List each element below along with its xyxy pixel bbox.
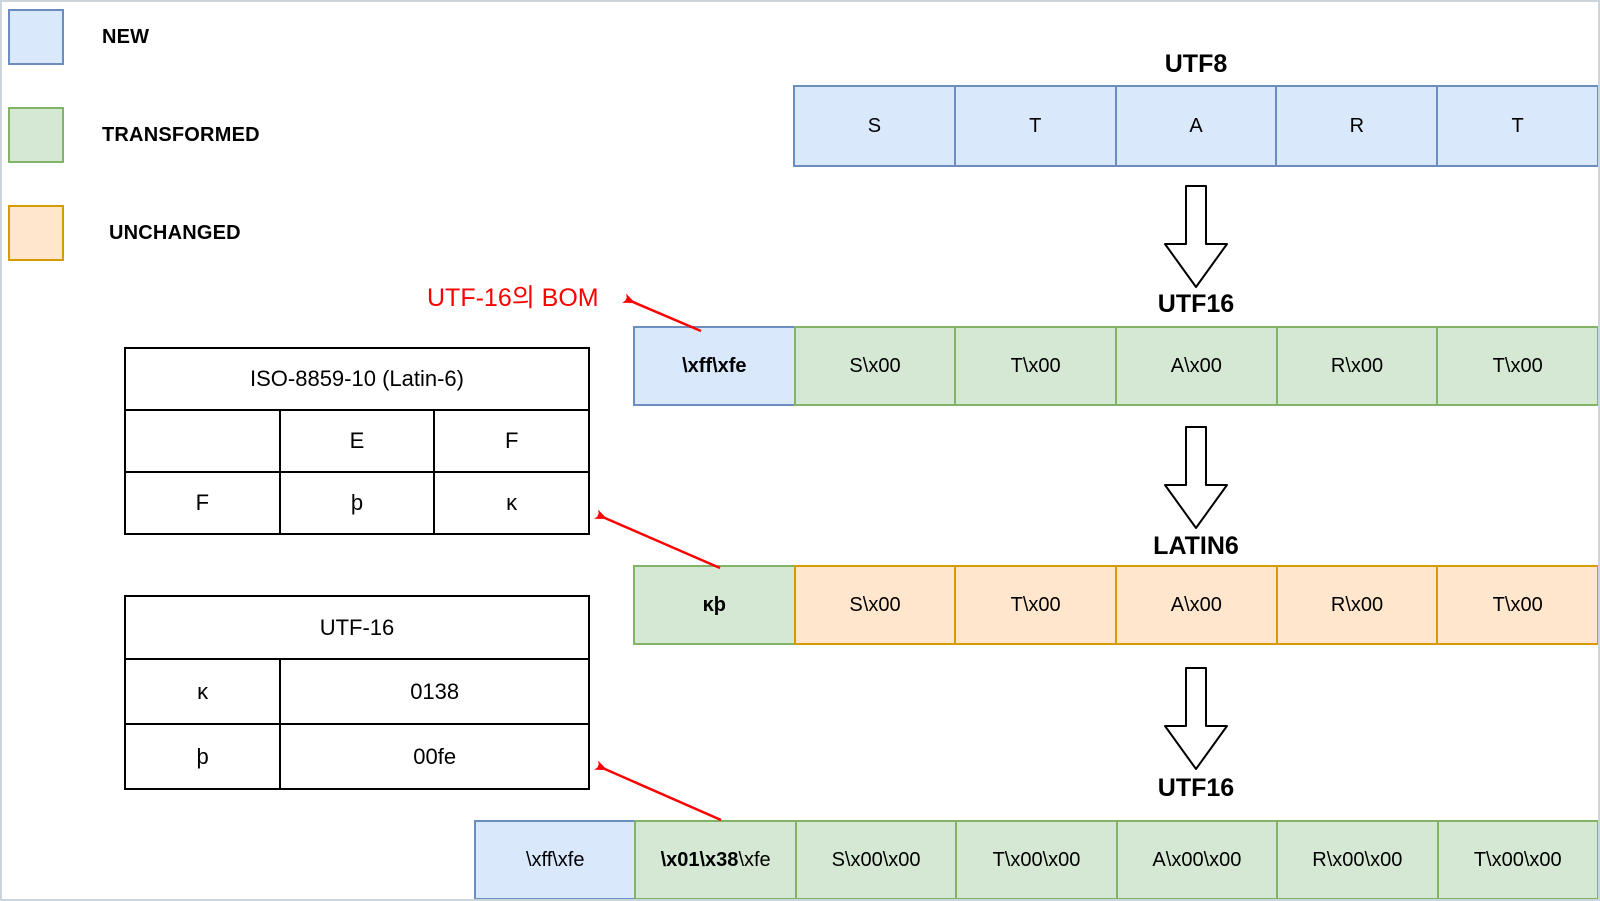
encoding-cell: A\x00 bbox=[1115, 326, 1278, 406]
stage-title-utf16-final: UTF16 bbox=[1157, 774, 1235, 802]
new-color-swatch bbox=[8, 9, 64, 65]
table-title: ISO-8859-10 (Latin-6) bbox=[124, 347, 590, 411]
legend-label-new: NEW bbox=[102, 25, 150, 48]
encoding-cell: S bbox=[793, 85, 956, 167]
table-cell: F bbox=[124, 471, 281, 535]
encoding-cell: S\x00 bbox=[793, 565, 957, 645]
table-cell: F bbox=[433, 409, 591, 473]
table-cell bbox=[124, 409, 281, 473]
encoding-cell: R\x00 bbox=[1275, 326, 1439, 406]
stage-title-latin6: LATIN6 bbox=[1153, 532, 1239, 560]
encoding-cell: R bbox=[1275, 85, 1439, 167]
encoding-cell: \x01\x38\xfe bbox=[634, 820, 797, 899]
utf16-table-pointer-arrow bbox=[594, 760, 722, 822]
down-arrow-icon bbox=[1164, 185, 1228, 288]
encoding-cell: S\x00\x00 bbox=[794, 820, 958, 899]
legend-label-transformed: TRANSFORMED bbox=[102, 123, 260, 146]
encoding-cell: T bbox=[953, 85, 1117, 167]
stage-title-utf8: UTF8 bbox=[1164, 50, 1228, 78]
table-cell: þ bbox=[278, 471, 436, 535]
down-arrow-icon bbox=[1164, 426, 1228, 529]
down-arrow-icon bbox=[1164, 667, 1228, 770]
encoding-cell: T bbox=[1436, 85, 1598, 167]
table-cell: E bbox=[278, 409, 436, 473]
table-title: UTF-16 bbox=[124, 595, 590, 660]
encoding-cell: A\x00\x00 bbox=[1115, 820, 1279, 899]
table-cell: ĸ bbox=[124, 658, 282, 725]
encoding-cell: T\x00\x00 bbox=[955, 820, 1118, 899]
unchanged-color-swatch bbox=[8, 205, 64, 261]
encoding-cell: T\x00 bbox=[1436, 565, 1598, 645]
legend-item-new: NEW bbox=[8, 7, 149, 67]
encoding-cell: R\x00\x00 bbox=[1276, 820, 1439, 899]
encoding-cell: A bbox=[1114, 85, 1278, 167]
table-cell: 0138 bbox=[279, 658, 590, 725]
encoding-cell: ĸþ bbox=[633, 565, 796, 645]
encoding-cell: \xff\xfe bbox=[474, 820, 637, 899]
encoding-cell: S\x00 bbox=[793, 326, 957, 406]
table-cell: ĸ bbox=[433, 471, 591, 535]
encoding-cell: T\x00 bbox=[1436, 326, 1598, 406]
encoding-cell: T\x00\x00 bbox=[1436, 820, 1598, 899]
legend-item-transformed: TRANSFORMED bbox=[8, 105, 260, 165]
legend-item-unchanged: UNCHANGED bbox=[8, 203, 241, 263]
table-cell: þ bbox=[124, 723, 282, 790]
encoding-cell: R\x00 bbox=[1275, 565, 1439, 645]
transformed-color-swatch bbox=[8, 107, 64, 163]
encoding-cell: A\x00 bbox=[1115, 565, 1278, 645]
latin6-table-pointer-arrow bbox=[594, 509, 721, 570]
table-cell: 00fe bbox=[279, 723, 590, 790]
encoding-cell: T\x00 bbox=[954, 565, 1118, 645]
encoding-cell: \xff\xfe bbox=[633, 326, 796, 406]
legend-label-unchanged: UNCHANGED bbox=[109, 221, 241, 244]
stage-title-utf16: UTF16 bbox=[1157, 290, 1235, 318]
encoding-cell: T\x00 bbox=[954, 326, 1118, 406]
bom-annotation: UTF-16의 BOM bbox=[427, 284, 599, 312]
